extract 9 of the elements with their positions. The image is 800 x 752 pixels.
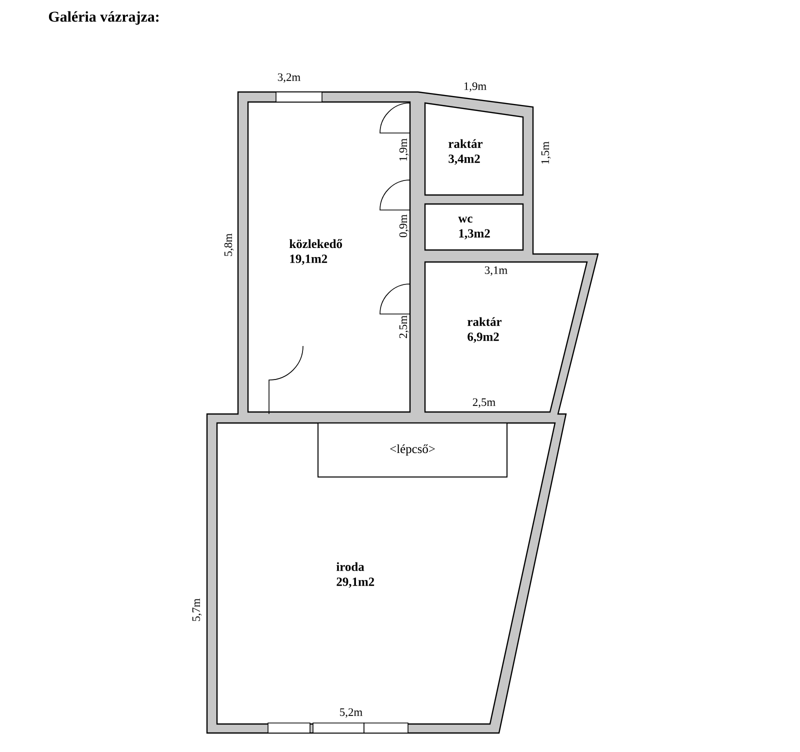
title: Galéria vázrajza: [48,11,158,25]
dimension-label: 5,8m [224,232,234,258]
stairs: <lépcső> [318,422,508,478]
dimension-label: 1,9m [462,82,488,92]
dimension-label: 1,5m [540,140,552,166]
dimension-label: 3,2m [276,72,302,84]
dimension-label: 5,7m [192,598,202,622]
room: wc 1,3m2 [424,203,524,251]
room: raktár 3,4m2 [424,102,524,196]
